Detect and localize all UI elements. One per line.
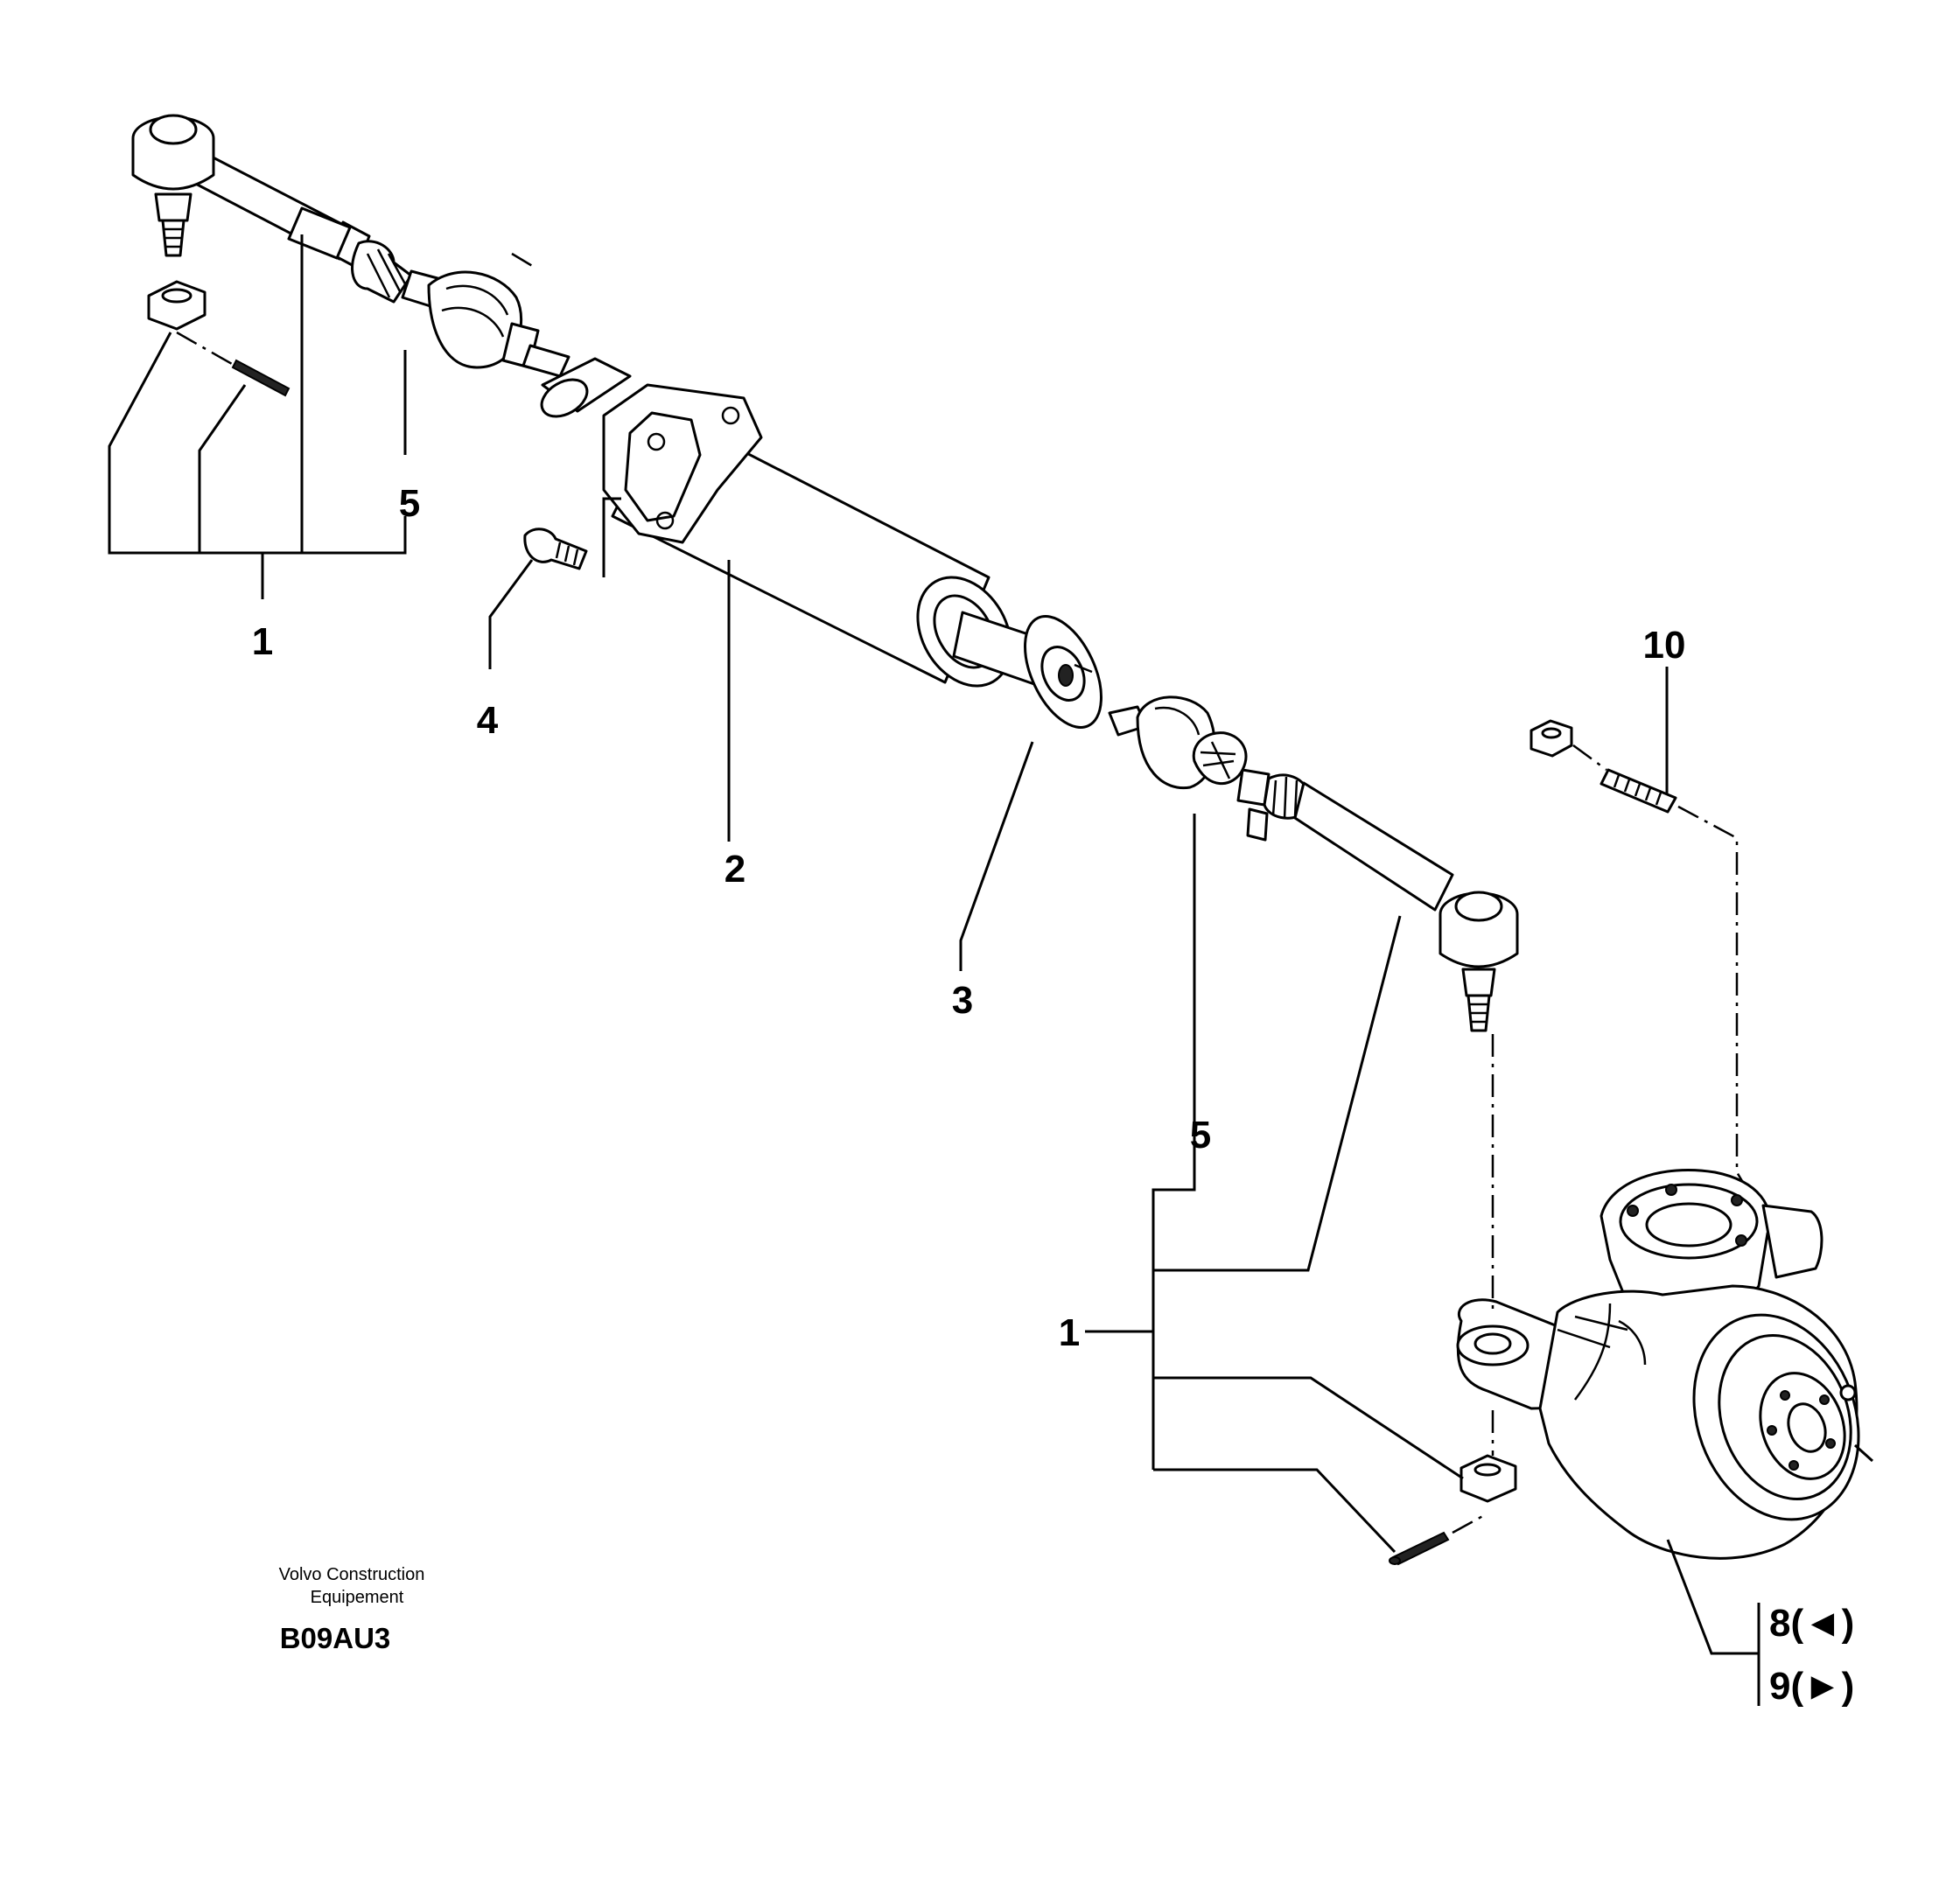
right-castle-nut: [1460, 1454, 1517, 1503]
callout-5-right: 5: [1190, 1114, 1211, 1157]
flange-bolt: [523, 528, 588, 570]
manufacturer-line-1: Volvo Construction: [279, 1565, 425, 1584]
callout-3: 3: [952, 979, 973, 1022]
left-castle-nut: [147, 280, 206, 331]
left-tie-rod-end-rod: [287, 206, 352, 260]
left-cotter-pin: [176, 331, 290, 397]
cylinder-flange-axis: [511, 252, 535, 269]
left-boot-and-clamps: [329, 220, 570, 378]
seal-ring: [1024, 615, 1102, 729]
right-tie-rod-end: [1293, 781, 1519, 1032]
callout-8-left-hand: 8(◄): [1769, 1602, 1854, 1645]
steering-knuckle: [1456, 1168, 1874, 1560]
callout-4: 4: [477, 699, 499, 742]
steering-cylinder: [540, 357, 1069, 693]
leader-lines: [108, 234, 1760, 1706]
right-boot-and-clamps: [1108, 695, 1310, 842]
callout-2: 2: [724, 848, 746, 891]
callout-9-right-hand: 9(►): [1769, 1665, 1854, 1708]
callout-5-left: 5: [399, 482, 420, 525]
right-cotter-pin: [1389, 1512, 1488, 1566]
drawing-code: B09AU3: [280, 1622, 391, 1654]
pin-10: [1530, 719, 1752, 1195]
callout-1-left: 1: [252, 620, 273, 663]
callout-10: 10: [1643, 624, 1686, 667]
manufacturer-line-2: Equipement: [311, 1588, 404, 1607]
callout-1-right: 1: [1059, 1311, 1080, 1354]
